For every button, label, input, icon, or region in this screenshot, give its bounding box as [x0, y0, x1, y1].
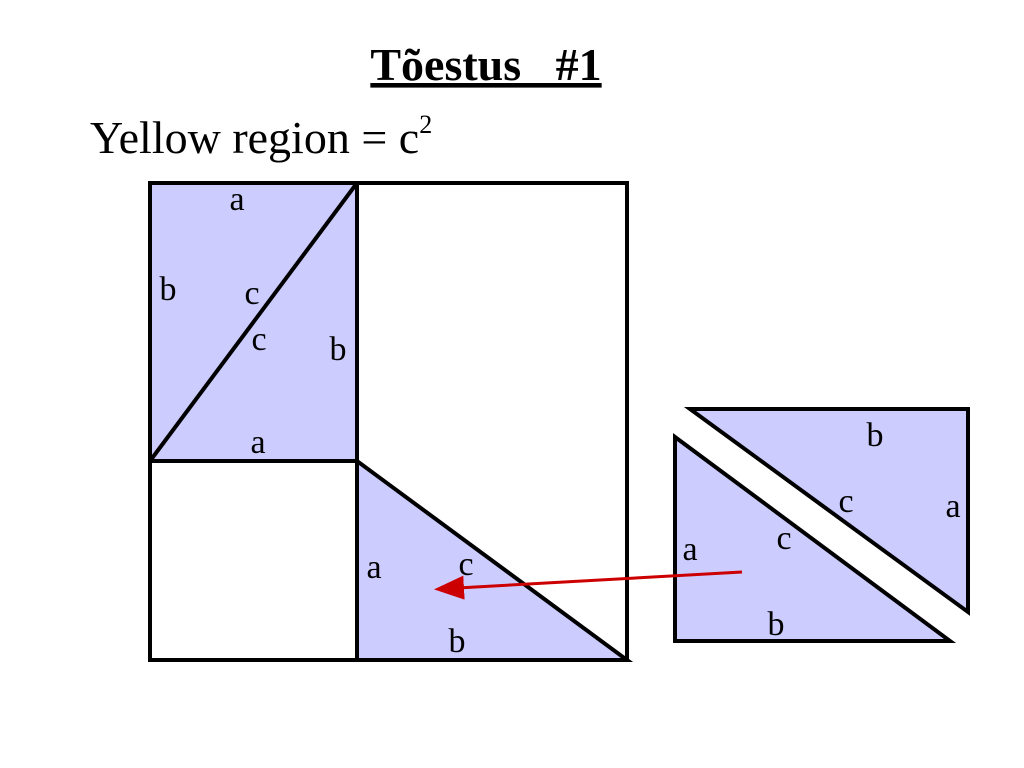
label-lower-piece-a: a [682, 531, 697, 568]
label-upper-piece-b: b [867, 417, 884, 454]
separate-lower-triangle [673, 433, 957, 643]
label-diagonal-c-upper: c [244, 275, 259, 312]
label-bottom-a: a [250, 424, 265, 461]
separate-upper-triangle [683, 407, 970, 616]
subtitle-superscript: 2 [419, 110, 432, 139]
label-left-b: b [160, 271, 177, 308]
page-title: Tõestus #1 [370, 39, 601, 90]
bottom-left-square [148, 459, 359, 662]
label-lower-piece-b: b [768, 606, 785, 643]
label-triangle-b: b [449, 623, 466, 660]
subtitle-text: Yellow region = c [90, 112, 419, 163]
label-diagonal-c-lower: c [251, 321, 266, 358]
subtitle: Yellow region = c2 [90, 110, 432, 163]
label-top-a: a [229, 181, 244, 218]
label-triangle-c: c [458, 546, 473, 583]
label-lower-piece-c: c [776, 520, 791, 557]
label-upper-piece-c: c [838, 483, 853, 520]
label-triangle-a: a [366, 549, 381, 586]
move-arrow [434, 570, 743, 600]
label-upper-piece-a: a [945, 488, 960, 525]
label-right-b: b [330, 331, 347, 368]
top-left-rectangle-border [148, 181, 359, 463]
top-left-diagonal [148, 181, 359, 463]
